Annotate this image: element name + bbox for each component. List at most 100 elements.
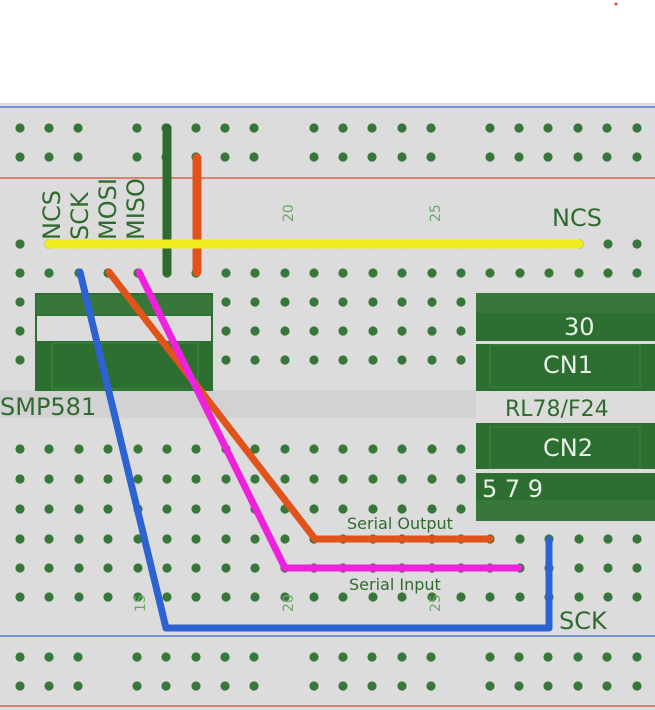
column-label-25-bottom: 25 [428,594,444,612]
breadboard-hole [543,152,553,162]
breadboard-hole [220,152,230,162]
breadboard-hole [280,297,290,307]
breadboard-hole [191,681,201,691]
breadboard-hole [515,534,525,544]
breadboard-hole [221,268,231,278]
breadboard-hole [309,268,319,278]
breadboard-hole [338,123,348,133]
breadboard-hole [133,444,143,454]
breadboard-hole [574,592,584,602]
breadboard-hole [602,123,612,133]
pins-579-label: 5 7 9 [482,475,543,503]
breadboard-hole [221,355,231,365]
breadboard-hole [15,297,25,307]
column-label-15: 15 [133,594,149,612]
breadboard-hole [249,152,259,162]
breadboard-hole [514,152,524,162]
cn1-label: CN1 [543,351,593,379]
breadboard-hole [632,152,642,162]
wire-miso [135,268,523,572]
breadboard-hole [73,681,83,691]
breadboard-hole [573,652,583,662]
breadboard-hole [426,652,436,662]
breadboard-hole [44,444,54,454]
breadboard-hole [191,123,201,133]
breadboard-hole [309,355,319,365]
wire-mosi [105,268,494,543]
breadboard-hole [397,297,407,307]
breadboard-hole [309,592,319,602]
breadboard-hole [221,592,231,602]
breadboard-hole [485,152,495,162]
breadboard-hole [280,474,290,484]
breadboard-hole [103,534,113,544]
breadboard-hole [338,297,348,307]
mcu-label: RL78/F24 [505,397,609,422]
breadboard-hole [280,326,290,336]
breadboard-hole [309,152,319,162]
breadboard-hole [74,534,84,544]
serial-output-label: Serial Output [347,514,453,533]
breadboard-hole [427,326,437,336]
breadboard-hole [280,444,290,454]
rl78-board [476,293,655,521]
breadboard-hole [485,652,495,662]
breadboard-hole [249,681,259,691]
breadboard-hole [220,123,230,133]
breadboard-hole [338,268,348,278]
smp581-label: SMP581 [0,393,96,421]
breadboard-hole [15,504,25,514]
breadboard-hole [368,268,378,278]
breadboard-hole [397,355,407,365]
breadboard-hole [397,592,407,602]
breadboard-hole [132,152,142,162]
breadboard-hole [485,268,495,278]
breadboard-hole [543,652,553,662]
breadboard-hole [132,681,142,691]
ncs-right-label: NCS [552,204,602,232]
breadboard-hole [280,592,290,602]
breadboard-hole [250,355,260,365]
breadboard-hole [602,681,612,691]
breadboard-hole [427,268,437,278]
breadboard-hole [191,504,201,514]
breadboard-hole [544,268,554,278]
breadboard-hole [221,297,231,307]
breadboard-hole [249,123,259,133]
breadboard-hole [103,444,113,454]
breadboard-hole [132,123,142,133]
breadboard-hole [44,504,54,514]
breadboard-hole [574,563,584,573]
breadboard-hole [485,123,495,133]
breadboard-hole [191,652,201,662]
breadboard-hole [574,534,584,544]
breadboard-hole [603,239,613,249]
labels: NCS SCK MOSI MISO 20 25 15 20 25 NCS SMP… [0,178,609,635]
breadboard-hole [309,123,319,133]
pin-label-ncs: NCS [38,190,66,240]
breadboard-hole [162,474,172,484]
breadboard-hole [73,123,83,133]
breadboard-hole [133,474,143,484]
breadboard-hole [103,592,113,602]
breadboard-hole [44,681,54,691]
breadboard-hole [309,444,319,454]
breadboard-hole [456,268,466,278]
breadboard-hole [221,504,231,514]
breadboard-hole [338,592,348,602]
breadboard-hole [368,297,378,307]
breadboard-hole [515,268,525,278]
breadboard-hole [397,504,407,514]
sck-right-label: SCK [559,607,608,635]
breadboard-hole [368,444,378,454]
breadboard-hole [15,239,25,249]
breadboard-hole [603,534,613,544]
breadboard-hole [74,592,84,602]
breadboard-hole [632,239,642,249]
breadboard-hole [368,355,378,365]
breadboard-hole [456,474,466,484]
breadboard-hole [368,504,378,514]
breadboard-hole [338,355,348,365]
breadboard-hole [456,504,466,514]
breadboard-hole [338,152,348,162]
